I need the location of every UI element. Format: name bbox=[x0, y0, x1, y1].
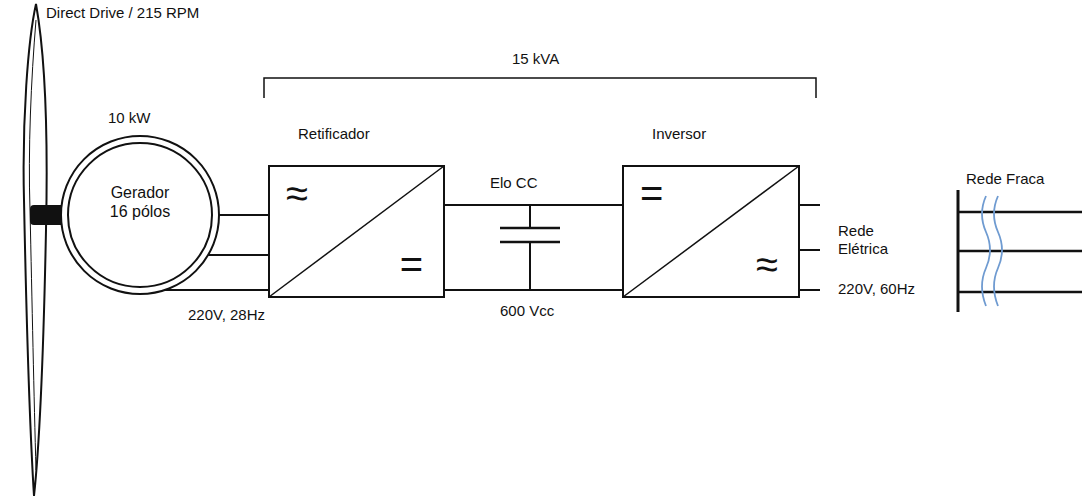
bracket bbox=[264, 78, 816, 98]
converter-border bbox=[623, 166, 799, 297]
capacitor-plate bbox=[500, 227, 560, 230]
grid-line bbox=[958, 291, 1082, 294]
phase-wire bbox=[165, 289, 268, 291]
grid-label: Rede Elétrica bbox=[838, 222, 916, 258]
generator-circle: 10 kWGerador 16 pólos bbox=[60, 135, 220, 295]
node-label: Gerador 16 pólos bbox=[100, 183, 180, 221]
converter-box: Inversor=≈ bbox=[622, 165, 800, 298]
dc-link-wire bbox=[445, 204, 622, 206]
converter-diagonal bbox=[269, 166, 444, 297]
converter-symbol: ≈ bbox=[286, 173, 308, 213]
turbine-label: Direct Drive / 215 RPM bbox=[46, 4, 199, 22]
turbine-blade bbox=[24, 4, 47, 496]
node-heading: Inversor bbox=[652, 125, 706, 143]
weak-grid-label: Rede Fraca bbox=[966, 170, 1044, 188]
dc-voltage: 600 Vcc bbox=[500, 302, 554, 320]
capacitor-lead bbox=[529, 205, 531, 228]
converter-border bbox=[269, 166, 444, 297]
converter-symbol: = bbox=[640, 173, 663, 213]
phase-wire bbox=[219, 214, 268, 216]
generator-outer-ring bbox=[61, 136, 219, 294]
converter-symbol: = bbox=[400, 244, 423, 284]
dc-link-wire bbox=[445, 289, 622, 291]
converter-rating: 15 kVA bbox=[512, 50, 559, 68]
impedance-wave bbox=[982, 196, 990, 306]
dc-link-label: Elo CC bbox=[490, 174, 538, 192]
grid-rating: 220V, 60Hz bbox=[838, 280, 915, 298]
node-heading: Retificador bbox=[298, 125, 370, 143]
grid-line bbox=[958, 250, 1082, 253]
capacitor-lead bbox=[529, 242, 531, 290]
generator-rating: 220V, 28Hz bbox=[188, 306, 265, 324]
generator-inner-ring bbox=[68, 143, 212, 287]
node-heading: 10 kW bbox=[108, 109, 151, 127]
output-wire bbox=[800, 204, 820, 206]
phase-wire bbox=[208, 254, 268, 256]
output-wire bbox=[800, 249, 820, 251]
turbine-blade-inner bbox=[29, 20, 36, 470]
output-wire bbox=[800, 289, 820, 291]
grid-line bbox=[958, 211, 1082, 214]
converter-box: Retificador≈= bbox=[268, 165, 445, 298]
impedance-wave bbox=[994, 196, 1002, 306]
converter-diagonal bbox=[623, 166, 799, 297]
connector bbox=[445, 205, 622, 290]
converter-symbol: ≈ bbox=[756, 244, 778, 284]
